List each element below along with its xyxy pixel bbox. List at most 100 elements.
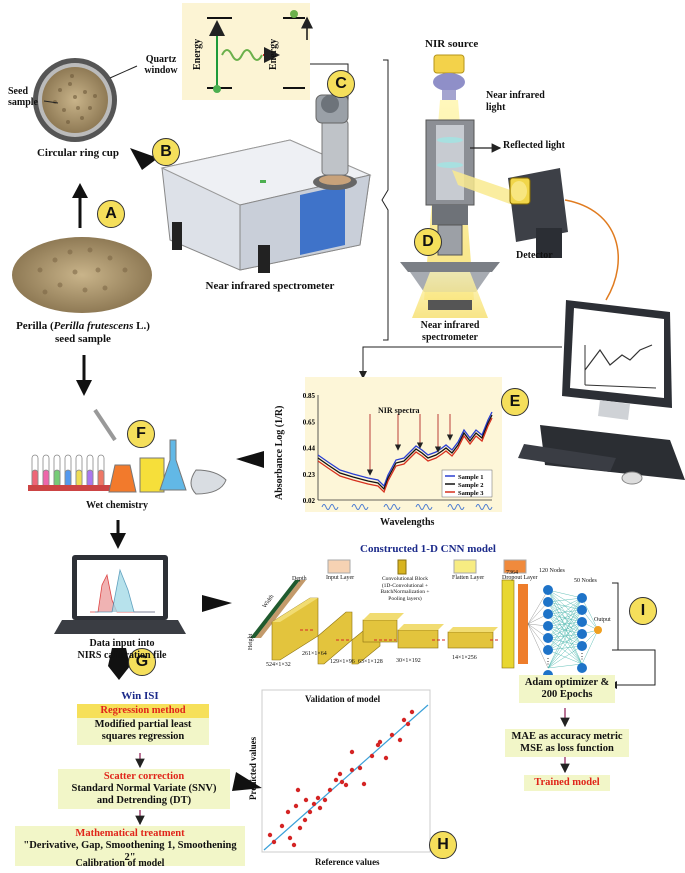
spectra-ytick: 0.23 — [303, 471, 316, 479]
cnn-height-label: Height — [248, 633, 254, 650]
regression-box: Regression method Modified partial least… — [77, 704, 209, 745]
spectra-series-line — [317, 411, 493, 488]
spectra-ytick: 0.44 — [303, 445, 316, 453]
quartz-window-label: Quartz window — [144, 54, 178, 76]
wet-chemistry-label: Wet chemistry — [86, 500, 148, 511]
validation-fit-line — [263, 704, 429, 851]
spectra-series-line — [317, 417, 493, 494]
energy-label-left: Energy — [192, 38, 203, 70]
validation-point — [357, 765, 363, 771]
validation-point — [271, 839, 277, 845]
validation-point — [291, 842, 297, 848]
near-infrared-light-label: Near infrared light — [486, 90, 545, 113]
reflected-light-label: Reflected light — [503, 140, 565, 151]
nn-edge — [547, 645, 583, 651]
label-i: I — [629, 597, 657, 625]
calibration-label: Calibration of model — [75, 858, 165, 869]
spectra-ytick: 0.02 — [303, 497, 316, 505]
label-e: E — [501, 388, 529, 416]
nn-edge — [547, 597, 583, 639]
optics-spectrometer-label: Near infrared spectrometer — [420, 320, 480, 343]
arrow-down-g — [108, 648, 130, 680]
validation-point — [287, 835, 293, 841]
validation-point — [303, 797, 309, 803]
spectra-legend-entry: Sample 1 — [458, 474, 483, 481]
nn-edge — [547, 633, 583, 651]
cnn-title: Constructed 1-D CNN model — [360, 543, 496, 555]
nn-edge — [527, 589, 549, 625]
validation-point — [307, 809, 313, 815]
trained-model-box: Trained model — [524, 775, 610, 791]
wavelength-wave-icon — [321, 504, 339, 510]
nn-edge — [547, 597, 583, 651]
detector-label: Detector — [516, 250, 553, 261]
regression-body: Modified partial least squares regressio… — [94, 719, 192, 742]
nir-spectrometer-label: Near infrared spectrometer — [205, 280, 335, 292]
spectra-legend-entry: Sample 2 — [458, 482, 483, 489]
spectra-annotation: NIR spectra — [378, 406, 420, 415]
wavelength-wave-icon — [351, 504, 369, 510]
arrow-to-cnn — [202, 595, 232, 612]
cnn-flat-size: 7364 — [506, 570, 518, 576]
nn-node — [577, 641, 587, 651]
label-b: B — [152, 138, 180, 166]
nn-node — [543, 597, 553, 607]
nn-edge — [547, 597, 583, 603]
nn-node — [577, 663, 587, 673]
data-input-label: Data input into NIRS calibration file — [77, 638, 167, 661]
validation-point — [293, 803, 299, 809]
detector-device — [508, 168, 568, 258]
nn-node — [543, 585, 553, 595]
nn-edge — [547, 597, 583, 669]
perilla-text-italic: Perilla frutescens — [53, 320, 134, 332]
perilla-seed-pile — [12, 237, 152, 313]
validation-point — [302, 817, 308, 823]
validation-point — [337, 771, 343, 777]
validation-point — [343, 782, 349, 788]
nn-edge — [547, 589, 583, 599]
validation-point — [317, 805, 323, 811]
cnn-legend-flatten: Flatten Layer — [452, 575, 485, 581]
perilla-text-3: seed sample — [55, 333, 111, 345]
circular-ring-cup-label: Circular ring cup — [36, 147, 120, 159]
desktop-computer — [518, 300, 685, 485]
cnn-dim-label: 129×1×96 — [330, 659, 355, 665]
validation-point — [389, 732, 395, 738]
wet-chemistry-glassware — [28, 408, 227, 495]
spectra-ytick: 0.85 — [303, 392, 316, 400]
validation-point — [279, 823, 285, 829]
seed-sample-image — [42, 67, 108, 133]
label-c: C — [327, 70, 355, 98]
seed-sample-label: Seed sample — [8, 86, 38, 108]
wavelength-wave-icon — [447, 504, 465, 510]
validation-point — [295, 787, 301, 793]
laptop-with-histogram — [54, 555, 186, 634]
label-a: A — [97, 200, 125, 228]
nn-edge — [581, 597, 599, 631]
validation-point — [369, 753, 375, 759]
nn-node — [577, 617, 587, 627]
validation-chart-frame — [261, 689, 431, 853]
wavelength-wave-icon — [415, 504, 433, 510]
math-head: Mathematical treatment — [75, 828, 185, 839]
scatter-head: Scatter correction — [103, 771, 185, 782]
scatter-box: Scatter correction Standard Normal Varia… — [58, 769, 230, 809]
validation-ylabel: Predicted values — [248, 736, 258, 800]
cnn-dim-label: 63×1×128 — [358, 659, 383, 665]
cnn-legend-dropout: Dropout Layer — [502, 575, 538, 581]
perilla-text-2: L.) — [133, 320, 150, 332]
math-box: Mathematical treatment "Derivative, Gap,… — [15, 826, 245, 866]
regression-head: Regression method — [77, 704, 209, 718]
spectra-legend-entry: Sample 3 — [458, 490, 484, 497]
validation-point — [297, 825, 303, 831]
label-d: D — [414, 228, 442, 256]
nir-source-label: NIR source — [425, 38, 479, 50]
nn-node — [577, 605, 587, 615]
validation-point — [361, 781, 367, 787]
validation-title: Validation of model — [305, 694, 381, 704]
validation-point — [349, 767, 355, 773]
nn-edge — [547, 597, 583, 627]
nn-edge — [547, 645, 583, 669]
